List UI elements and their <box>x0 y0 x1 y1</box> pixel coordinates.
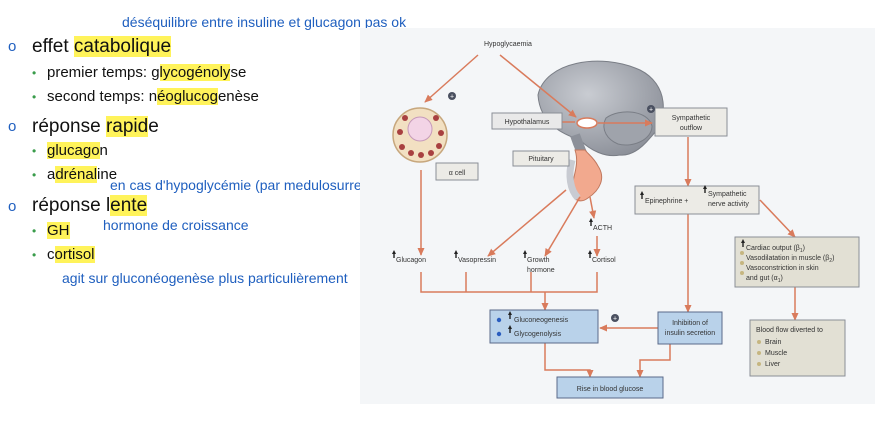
square-bullet-icon: • <box>32 66 37 80</box>
note-growth-hormone: hormone de croissance <box>103 217 249 233</box>
outline-item-slow: réponse lente <box>32 195 148 217</box>
inhibition-label-2: insulin secretion <box>665 330 715 337</box>
outline-sub-glycogenolysis: premier temps: glycogénolyse <box>47 64 246 81</box>
text-pre: premier temps: g <box>47 64 160 81</box>
text-pre: réponse <box>32 116 106 137</box>
svg-text:+: + <box>613 316 617 323</box>
plus-sign-icon: + <box>647 105 655 114</box>
sympathetic-label-1: Sympathetic <box>672 115 711 122</box>
epinephrine-box <box>634 185 760 215</box>
muscle-label: Muscle <box>765 350 787 357</box>
text-pre: réponse l <box>32 195 111 216</box>
glycogenolysis-label: Glycogenolysis <box>514 331 562 338</box>
highlight-text: GH <box>47 222 70 239</box>
growth-label-2: hormone <box>527 267 555 274</box>
vasoconstriction-label-1: Vasoconstriction in skin <box>746 265 819 272</box>
outline-sub-cortisol: cortisol <box>47 246 95 263</box>
alpha-cell-label: α cell <box>449 170 466 177</box>
circle-bullet-icon: o <box>8 38 17 55</box>
highlight-text: lycogénoly <box>159 64 231 81</box>
highlight-text: ortisol <box>54 246 95 263</box>
circle-bullet-icon: o <box>8 118 17 135</box>
plus-sign-icon: + <box>611 314 619 323</box>
text-pre: effet <box>32 36 74 57</box>
outline-sub-neoglucogenesis: second temps: néoglucogenèse <box>47 88 259 105</box>
outline-sub-gh: GH <box>47 222 70 239</box>
symp-nerve-label-2: nerve activity <box>708 201 749 208</box>
inhibition-insulin-box <box>657 311 723 345</box>
hypothalamus-marker <box>576 117 598 129</box>
cortisol-label: Cortisol <box>592 257 616 264</box>
rise-blood-glucose-label: Rise in blood glucose <box>577 386 644 393</box>
outline-sub-adrenaline: adrénaline <box>47 166 117 183</box>
square-bullet-icon: • <box>32 90 37 104</box>
up-arrow-icon <box>392 185 745 333</box>
highlight-text: drénal <box>55 166 98 183</box>
hypoglycaemia-diagram: + + + Hypoglycaemia Hypothalamus Sympath… <box>360 28 875 404</box>
glucagon-label: Glucagon <box>396 257 426 264</box>
hypothalamus-label: Hypothalamus <box>505 119 550 126</box>
highlight-text: catabolique <box>73 36 172 57</box>
vasoconstriction-label-2: and gut (α1) <box>746 275 783 284</box>
text-post: enèse <box>217 88 259 105</box>
square-bullet-icon: • <box>32 144 37 158</box>
blood-flow-box <box>749 319 846 377</box>
outline-sub-glucagon: glucagon <box>47 142 108 159</box>
inhibition-label-1: Inhibition of <box>672 320 708 327</box>
acth-label: ACTH <box>593 225 612 232</box>
pituitary-gland-icon <box>566 149 603 202</box>
pituitary-label: Pituitary <box>528 156 554 163</box>
highlight-text: ente <box>110 195 148 216</box>
blood-flow-label: Blood flow diverted to <box>756 327 823 334</box>
gluconeogenesis-label: Gluconeogenesis <box>514 317 569 324</box>
sympathetic-label-2: outflow <box>680 125 703 132</box>
note-cortisol: agit sur gluconéogenèse plus particulièr… <box>62 270 348 286</box>
square-bullet-icon: • <box>32 224 37 238</box>
note-imbalance: déséquilibre entre insuline et glucagon … <box>122 14 407 30</box>
cardio-effects-box <box>734 236 860 288</box>
text-post: ine <box>97 166 118 183</box>
epinephrine-label: Epinephrine + <box>645 198 688 205</box>
alpha-cell-box <box>435 162 479 181</box>
text-pre: a <box>47 166 56 183</box>
pituitary-box <box>512 150 570 167</box>
highlight-text: éoglucog <box>157 88 218 105</box>
text-post: n <box>99 142 108 159</box>
alpha-cell-icon <box>392 107 448 163</box>
highlight-text: rapid <box>105 116 149 137</box>
text-pre: second temps: n <box>47 88 158 105</box>
cardiac-output-label: Cardiac output (β1) <box>746 245 805 254</box>
glucose-production-box <box>489 309 599 344</box>
symp-nerve-label-1: Sympathetic <box>708 191 747 198</box>
text-post: se <box>230 64 247 81</box>
text-pre: c <box>47 246 55 263</box>
text-post: e <box>148 116 159 137</box>
outline-item-fast: réponse rapide <box>32 116 159 138</box>
svg-text:+: + <box>649 107 653 114</box>
vasodilatation-label: Vasodilatation in muscle (β2) <box>746 255 834 264</box>
rise-blood-glucose-box <box>556 376 664 399</box>
circle-bullet-icon: o <box>8 198 17 215</box>
square-bullet-icon: • <box>32 248 37 262</box>
highlight-text: glucago <box>47 142 100 159</box>
sympathetic-outflow-box <box>654 107 728 137</box>
vasopressin-label: Vasopressin <box>458 257 496 264</box>
hypoglycaemia-label: Hypoglycaemia <box>484 41 532 48</box>
brain-label: Brain <box>765 339 781 346</box>
plus-sign-icon: + <box>448 92 456 101</box>
square-bullet-icon: • <box>32 168 37 182</box>
outline-item-catabolic: effet catabolique <box>32 36 172 58</box>
svg-text:+: + <box>450 94 454 101</box>
note-hypoglycemia: en cas d'hypoglycémie (par medulosurrena… <box>110 177 393 193</box>
growth-label-1: Growth <box>527 257 550 264</box>
liver-label: Liver <box>765 361 781 368</box>
hypothalamus-box <box>491 112 563 130</box>
